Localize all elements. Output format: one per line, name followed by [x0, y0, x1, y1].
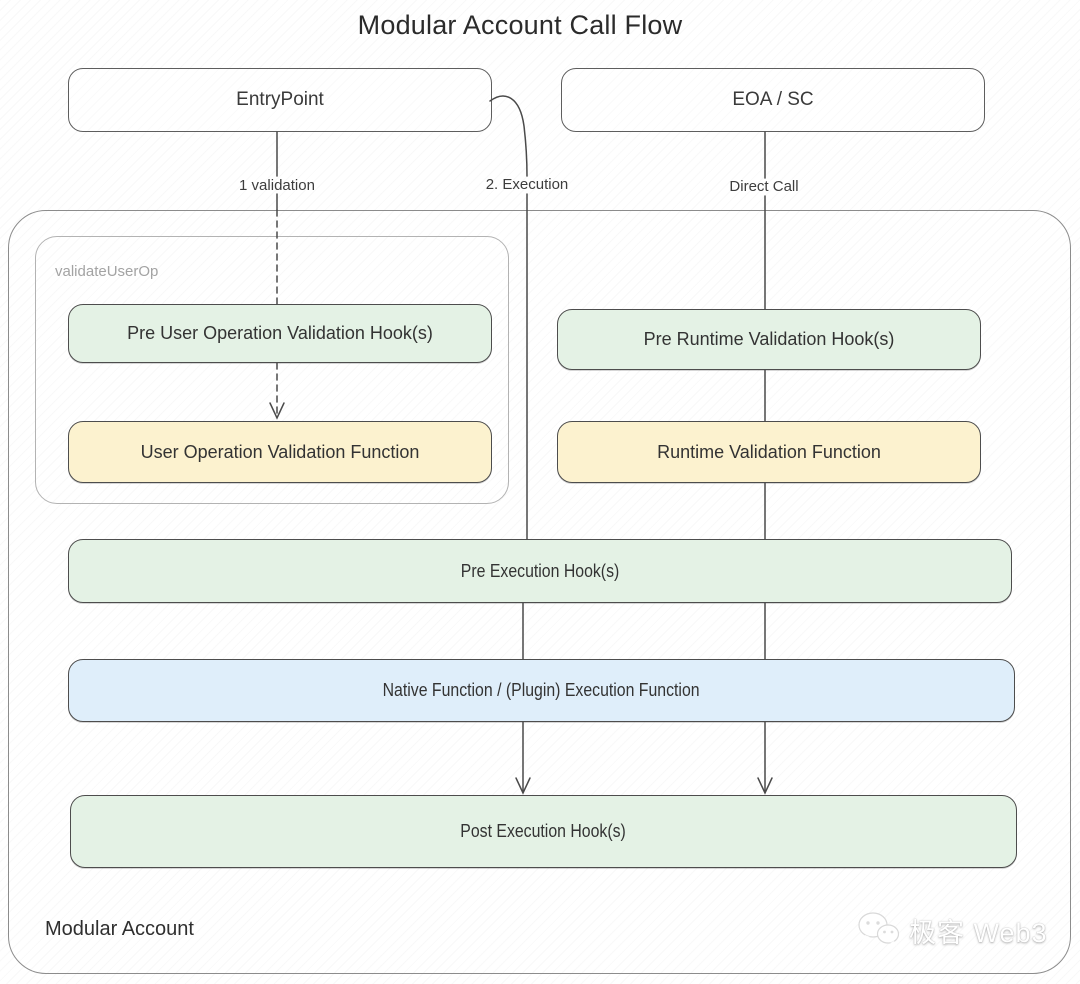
edge-label-validation: 1 validation — [239, 177, 315, 194]
node-native-execution-fn-label: Native Function / (Plugin) Execution Fun… — [383, 680, 700, 700]
wechat-icon — [858, 912, 900, 946]
node-pre-execution-hook-label: Pre Execution Hook(s) — [460, 560, 620, 581]
node-entrypoint-label: EntryPoint — [236, 89, 324, 110]
page-title: Modular Account Call Flow — [357, 10, 683, 40]
node-pre-runtime-hook-label: Pre Runtime Validation Hook(s) — [643, 329, 895, 349]
edge-label-direct-call: Direct Call — [729, 178, 799, 195]
node-user-op-validation-fn-label: User Operation Validation Function — [140, 441, 420, 462]
container-modular-account-label: Modular Account — [45, 918, 194, 940]
container-validate-user-op-label: validateUserOp — [55, 263, 159, 280]
edge-label-execution: 2. Execution — [485, 176, 569, 193]
node-pre-user-op-hook: Pre User Operation Validation Hook(s) — [68, 304, 492, 363]
edge-execution-curve — [489, 95, 528, 177]
node-user-op-validation-fn: User Operation Validation Function — [68, 421, 492, 483]
node-pre-runtime-hook: Pre Runtime Validation Hook(s) — [557, 309, 981, 370]
container-validate-user-op — [35, 236, 509, 504]
watermark: 极客 Web3 — [855, 910, 1048, 950]
node-eoa-sc: EOA / SC — [561, 68, 985, 132]
node-pre-user-op-hook-label: Pre User Operation Validation Hook(s) — [127, 323, 433, 343]
node-entrypoint: EntryPoint — [68, 68, 492, 132]
node-post-execution-hook: Post Execution Hook(s) — [70, 795, 1017, 868]
node-runtime-validation-fn: Runtime Validation Function — [557, 421, 981, 483]
node-runtime-validation-fn-label: Runtime Validation Function — [657, 441, 881, 462]
node-native-execution-fn: Native Function / (Plugin) Execution Fun… — [68, 659, 1015, 722]
container-modular-account — [8, 210, 1071, 974]
node-eoa-sc-label: EOA / SC — [732, 89, 814, 110]
watermark-text: 极客 Web3 — [909, 917, 1048, 948]
node-pre-execution-hook: Pre Execution Hook(s) — [68, 539, 1012, 603]
node-post-execution-hook-label: Post Execution Hook(s) — [460, 821, 627, 841]
